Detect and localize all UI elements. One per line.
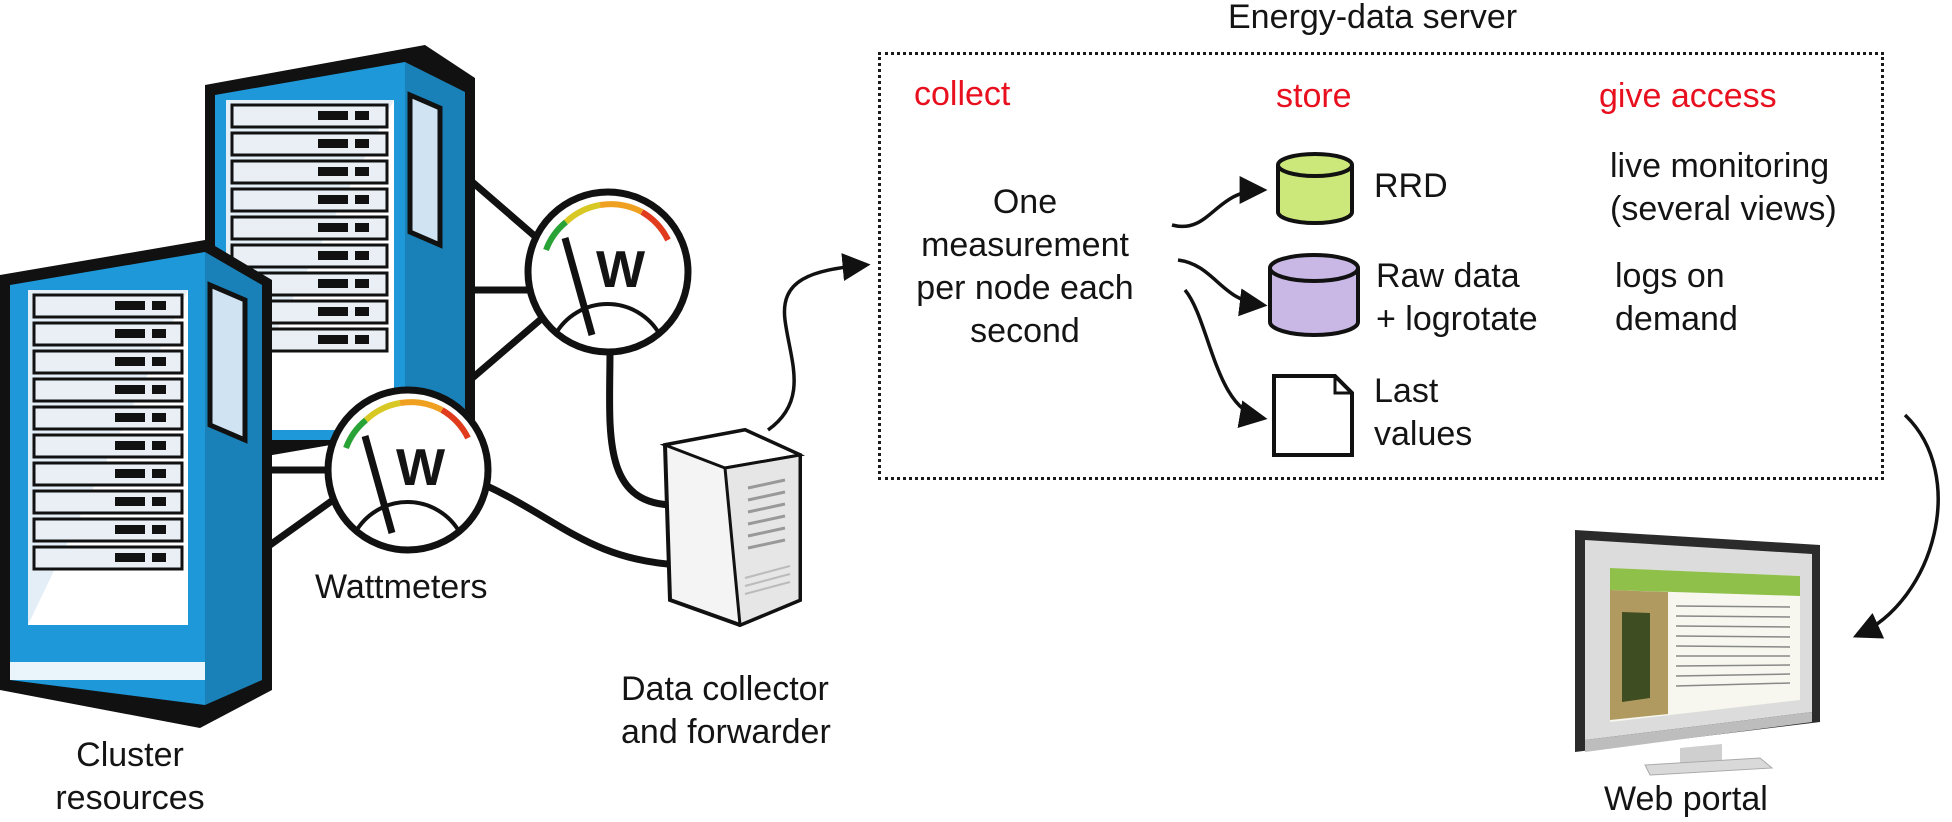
server-title: Energy-data server [1228,0,1518,36]
collect-heading: collect [914,75,1011,113]
arrow-to-raw [1177,258,1268,317]
portal-label: Web portal [1604,780,1768,818]
last-values-label: Last values [1374,370,1472,456]
store-heading: store [1276,77,1352,115]
logs-line: logs on [1615,257,1725,295]
wattmeter-symbol: W [596,241,646,299]
collector-label-line: Data collector [621,670,829,708]
database-icon [1276,152,1354,225]
raw-data-line: + logrotate [1376,300,1538,338]
database-icon [1268,253,1360,337]
server-rack-icon [205,45,475,458]
raw-data-label: Raw data + logrotate [1376,255,1538,341]
wattmeters-label: Wattmeters [315,568,488,606]
server-box [878,52,1884,480]
live-monitoring-line: live monitoring [1610,147,1830,185]
server-rack-icon [0,240,272,728]
live-monitoring-label: live monitoring (several views) [1610,145,1837,231]
arrow-to-last [1183,288,1268,428]
wattmeter-icon [324,386,492,554]
live-monitoring-line: (several views) [1610,190,1837,228]
monitor-icon [1575,530,1820,776]
last-values-line: Last [1374,372,1439,410]
collector-label-line: and forwarder [621,713,831,751]
logs-line: demand [1615,300,1738,338]
measurement-text: One measurement per node each second [890,181,1160,353]
wattmeter-symbol: W [396,439,446,497]
access-heading: give access [1599,77,1777,115]
cluster-label-line: Cluster [76,736,184,774]
logs-label: logs on demand [1615,255,1738,341]
collector-label: Data collector and forwarder [621,668,831,754]
wattmeter-icon [524,188,692,356]
forward-arrow [766,253,871,432]
measurement-line: per node each [916,269,1134,307]
cluster-label: Cluster resources [30,734,230,820]
arrow-to-rrd [1171,176,1268,229]
access-arrow [1852,413,1940,639]
rrd-label: RRD [1374,167,1448,205]
last-values-line: values [1374,415,1473,453]
tower-pc-icon [659,427,806,628]
file-icon [1272,374,1354,457]
raw-data-line: Raw data [1376,257,1520,295]
measurement-line: second [970,312,1080,350]
measurement-line: measurement [921,226,1129,264]
cluster-label-line: resources [55,779,205,817]
measurement-line: One [992,183,1058,221]
